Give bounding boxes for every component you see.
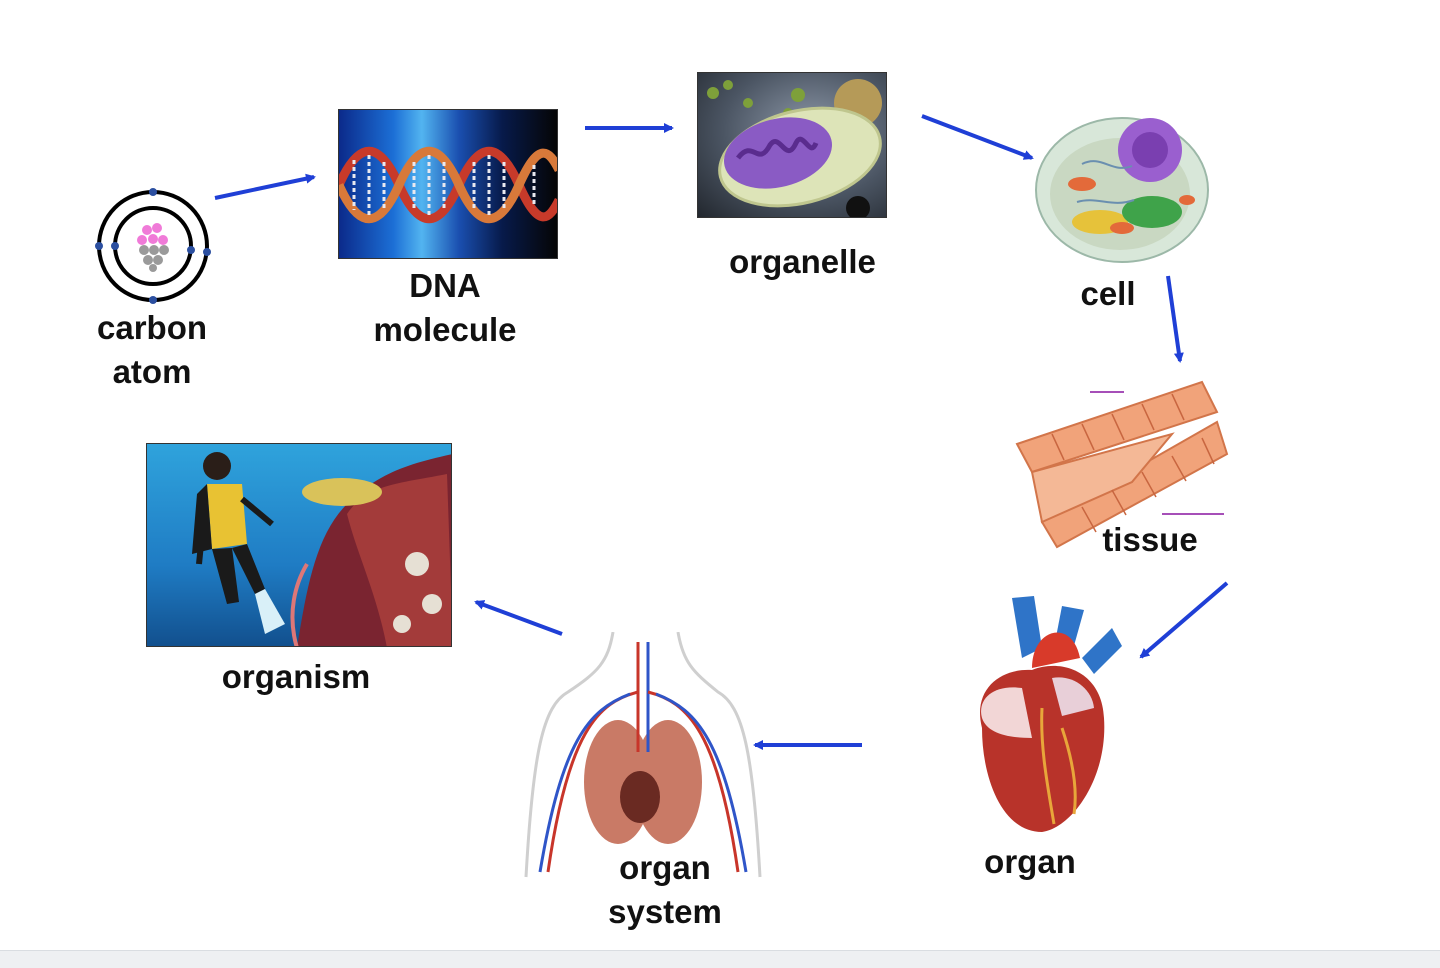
arrow-atom-to-dna	[214, 173, 316, 200]
label-dna-molecule: DNA molecule	[373, 267, 517, 348]
organism-image	[146, 443, 452, 647]
organ-image	[962, 588, 1124, 836]
label-organism: organism	[221, 658, 371, 695]
label-organ-system: organ system	[608, 849, 722, 930]
organ-system-image	[518, 632, 768, 882]
arrow-cell-to-tissue	[1166, 275, 1184, 363]
arrow-organ-system-to-organism	[474, 600, 563, 636]
label-organelle: organelle	[729, 243, 876, 280]
carbon-atom-image	[92, 184, 214, 306]
bottom-bar	[0, 950, 1440, 968]
label-cell: cell	[1080, 275, 1136, 312]
label-carbon-atom: carbon atom	[96, 309, 208, 390]
cell-image	[1022, 104, 1214, 274]
arrow-tissue-to-organ	[1139, 581, 1229, 659]
label-tissue: tissue	[1102, 521, 1198, 558]
dna-molecule-image	[338, 109, 558, 259]
organelle-image	[697, 72, 887, 218]
tissue-image	[1012, 372, 1230, 552]
arrow-organelle-to-cell	[921, 114, 1034, 160]
label-organ: organ	[984, 843, 1076, 880]
